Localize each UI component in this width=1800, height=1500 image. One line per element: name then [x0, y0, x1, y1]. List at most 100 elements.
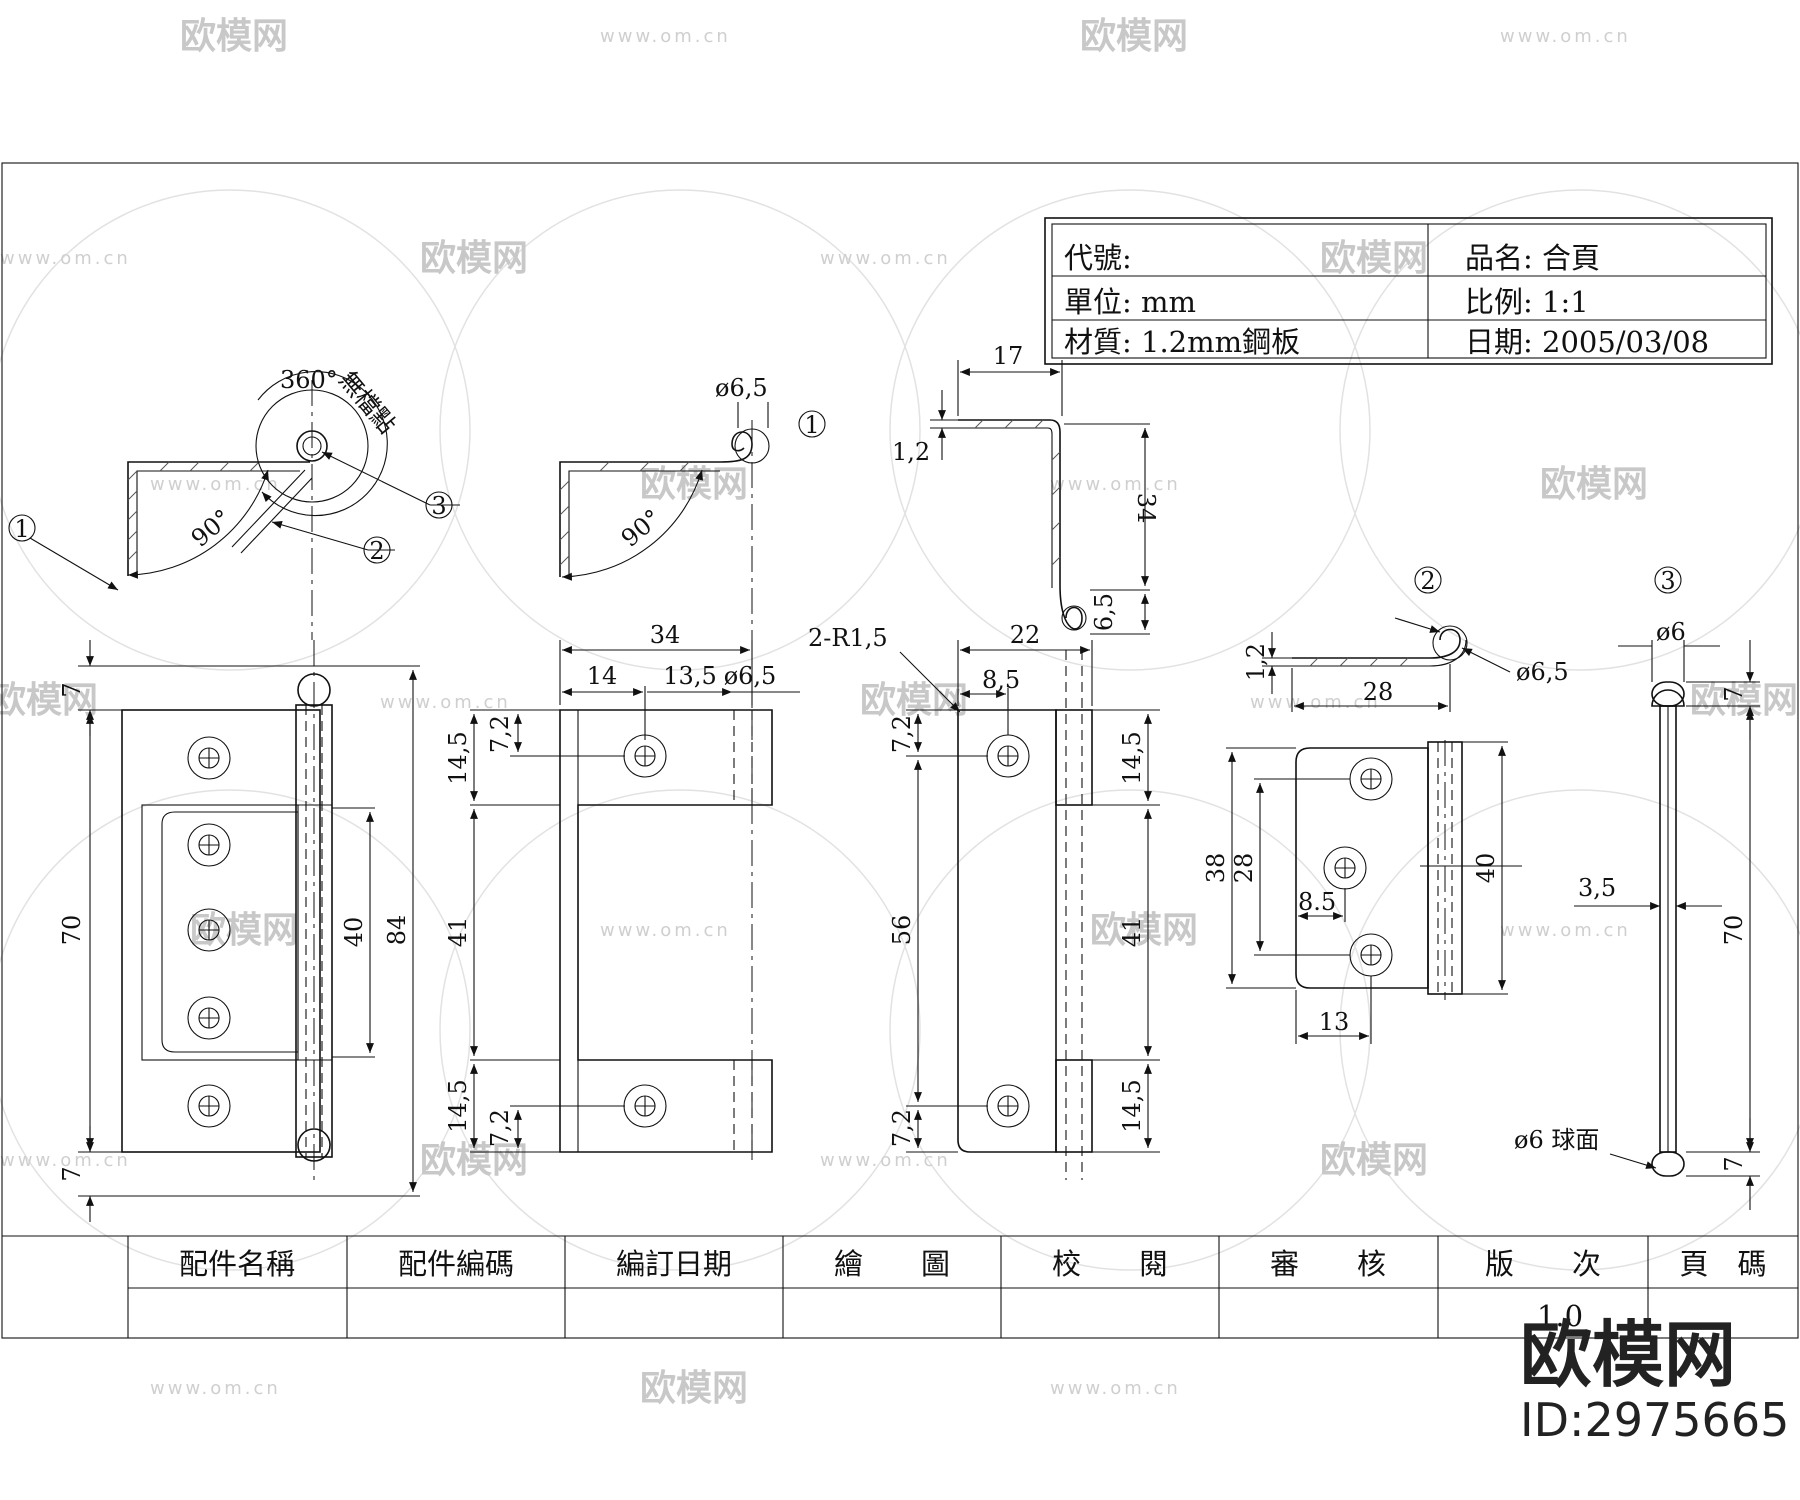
v3-radius: 2-R1,5 — [808, 624, 888, 652]
watermark-url: www.om.cn — [600, 26, 731, 47]
watermark-text: 欧模网 — [1090, 910, 1198, 951]
footer-header-page: 頁 碼 — [1679, 1247, 1766, 1281]
watermark-text: 欧模网 — [1320, 238, 1428, 279]
v5-callout: 3 — [1660, 567, 1675, 595]
v2-dim-13-5: 13,5 — [663, 662, 716, 690]
footer-header-checked: 校 閱 — [1052, 1247, 1168, 1281]
angle-90-label: 90° — [186, 504, 237, 553]
v5-dia: ø6 — [1656, 618, 1686, 646]
v5-dim-7-bottom: 7 — [1720, 1156, 1748, 1171]
callout-3: 3 — [431, 492, 446, 520]
title-scale: 比例: 1:1 — [1465, 285, 1589, 319]
watermark-url: www.om.cn — [820, 1150, 951, 1171]
v4-dim-1-2: 1,2 — [1242, 643, 1270, 681]
v3-dim-1-2: 1,2 — [892, 438, 930, 466]
screw-holes — [187, 736, 231, 1128]
callout-2: 2 — [369, 537, 384, 565]
watermark-layer: 欧模网 欧模网 www.om.cn www.om.cn 欧模网 欧模网 www.… — [0, 16, 1800, 1409]
watermark-url: www.om.cn — [1250, 692, 1381, 713]
v5-dim-7-top: 7 — [1720, 686, 1748, 701]
watermark-url: www.om.cn — [1500, 26, 1631, 47]
v2-dim-14: 14 — [587, 662, 618, 690]
v4-dim-28: 28 — [1230, 853, 1258, 884]
dim-7-bottom: 7 — [58, 1166, 86, 1181]
title-date: 日期: 2005/03/08 — [1465, 325, 1709, 359]
footer-header-approved: 審 核 — [1270, 1247, 1386, 1281]
watermark-url: www.om.cn — [0, 248, 131, 269]
v3-dim-14-5-top: 14,5 — [1118, 731, 1146, 784]
angle-360-label: 360° — [280, 366, 338, 394]
v3-dim-14-5-bottom: 14,5 — [1118, 1079, 1146, 1132]
watermark-text: 欧模网 — [860, 680, 968, 721]
watermark-text: 欧模网 — [1540, 464, 1648, 505]
watermark-text: 欧模网 — [1320, 1140, 1428, 1181]
v4-dim-38: 38 — [1202, 853, 1230, 884]
v3-dim-7-2-top: 7,2 — [888, 715, 916, 753]
title-block: 代號: 單位: mm 材質: 1.2mm鋼板 品名: 合頁 比例: 1:1 日期… — [1044, 217, 1773, 365]
v3-dim-6-5: 6,5 — [1090, 593, 1118, 631]
v3-dim-34: 34 — [1132, 493, 1160, 524]
v2-dim-14-5-top: 14,5 — [444, 731, 472, 784]
view-4-part-2: 2 ø6,5 1,2 28 — [1202, 566, 1569, 1044]
v2-dim-dia: ø6,5 — [724, 662, 777, 690]
v4-dim-8-5: 8.5 — [1298, 888, 1336, 916]
v2-dim-34: 34 — [650, 621, 681, 649]
v3-dim-22: 22 — [1010, 621, 1041, 649]
no-stop-label: 無檔點 — [333, 366, 401, 439]
v3-dim-56: 56 — [888, 915, 916, 946]
v3-dim-41: 41 — [1118, 917, 1146, 948]
v2-callout-1: 1 — [804, 411, 819, 439]
v2-dim-7-2-bottom: 7,2 — [486, 1109, 514, 1147]
footer-table: 配件名稱 配件編碼 編訂日期 繪 圖 校 閱 審 核 版 次 頁 碼 1.0 — [127, 1236, 1798, 1339]
title-product: 品名: 合頁 — [1465, 241, 1600, 275]
title-unit: 單位: mm — [1064, 285, 1196, 319]
title-code-label: 代號: — [1064, 241, 1132, 275]
callout-1: 1 — [14, 515, 29, 543]
view-5-pin: 3 ø6 7 70 7 3,5 ø6 球面 — [1514, 566, 1760, 1210]
v2-dim-7-2-top: 7,2 — [486, 715, 514, 753]
v2-angle-90: 90° — [616, 504, 667, 553]
v4-dia: ø6,5 — [1516, 658, 1569, 686]
v4-callout: 2 — [1420, 567, 1435, 595]
v5-dim-70: 70 — [1720, 915, 1748, 946]
v4-dim-28-top: 28 — [1363, 678, 1394, 706]
watermark-url: www.om.cn — [1050, 474, 1181, 495]
watermark-text: 欧模网 — [640, 1368, 748, 1409]
watermark-text: 欧模网 — [0, 680, 98, 721]
footer-header-part-code: 配件編碼 — [398, 1247, 514, 1281]
brand-logo-text: 欧模网 — [1520, 1313, 1736, 1397]
footer-header-part-name: 配件名稱 — [179, 1247, 295, 1281]
watermark-url: www.om.cn — [150, 1378, 281, 1399]
v3-dim-7-2-bottom: 7,2 — [888, 1109, 916, 1147]
view-2-leaf: 90° ø6,5 1 34 14 13,5 ø6,5 — [444, 374, 826, 1160]
footer-header-version: 版 次 — [1485, 1247, 1601, 1281]
watermark-url: www.om.cn — [1500, 920, 1631, 941]
v5-dim-3-5: 3,5 — [1578, 874, 1616, 902]
watermark-text: 欧模网 — [1080, 16, 1188, 57]
footer-header-drawn: 繪 圖 — [834, 1247, 950, 1281]
v2-dia-top: ø6,5 — [715, 374, 768, 402]
v4-dim-40: 40 — [1472, 853, 1500, 884]
watermark-url: www.om.cn — [0, 1150, 131, 1171]
dim-70: 70 — [58, 915, 86, 946]
watermark-url: www.om.cn — [820, 248, 951, 269]
footer-header-date: 編訂日期 — [616, 1247, 732, 1281]
footer-version-value: 1.0 — [1537, 1299, 1583, 1333]
v4-dim-13: 13 — [1319, 1008, 1350, 1036]
brand-id: ID:2975665 — [1520, 1393, 1789, 1447]
view-1-assembly: 90° 360° 無檔點 1 3 2 — [8, 366, 460, 1222]
watermark-text: 欧模网 — [1690, 680, 1798, 721]
brand-logo: 欧模网 ID:2975665 — [1520, 1313, 1789, 1447]
watermark-text: 欧模网 — [640, 464, 748, 505]
dim-7-top: 7 — [58, 682, 86, 697]
dim-84: 84 — [383, 915, 411, 946]
v3-dim-17: 17 — [993, 342, 1024, 370]
watermark-text: 欧模网 — [180, 16, 288, 57]
watermark-url: www.om.cn — [600, 920, 731, 941]
title-material: 材質: 1.2mm鋼板 — [1064, 325, 1300, 359]
v2-dim-14-5-bottom: 14,5 — [444, 1079, 472, 1132]
v5-sphere: ø6 球面 — [1514, 1126, 1599, 1154]
view-3-leaf: 17 1,2 34 6,5 2-R1,5 22 8,5 — [808, 342, 1160, 1180]
watermark-url: www.om.cn — [150, 474, 281, 495]
